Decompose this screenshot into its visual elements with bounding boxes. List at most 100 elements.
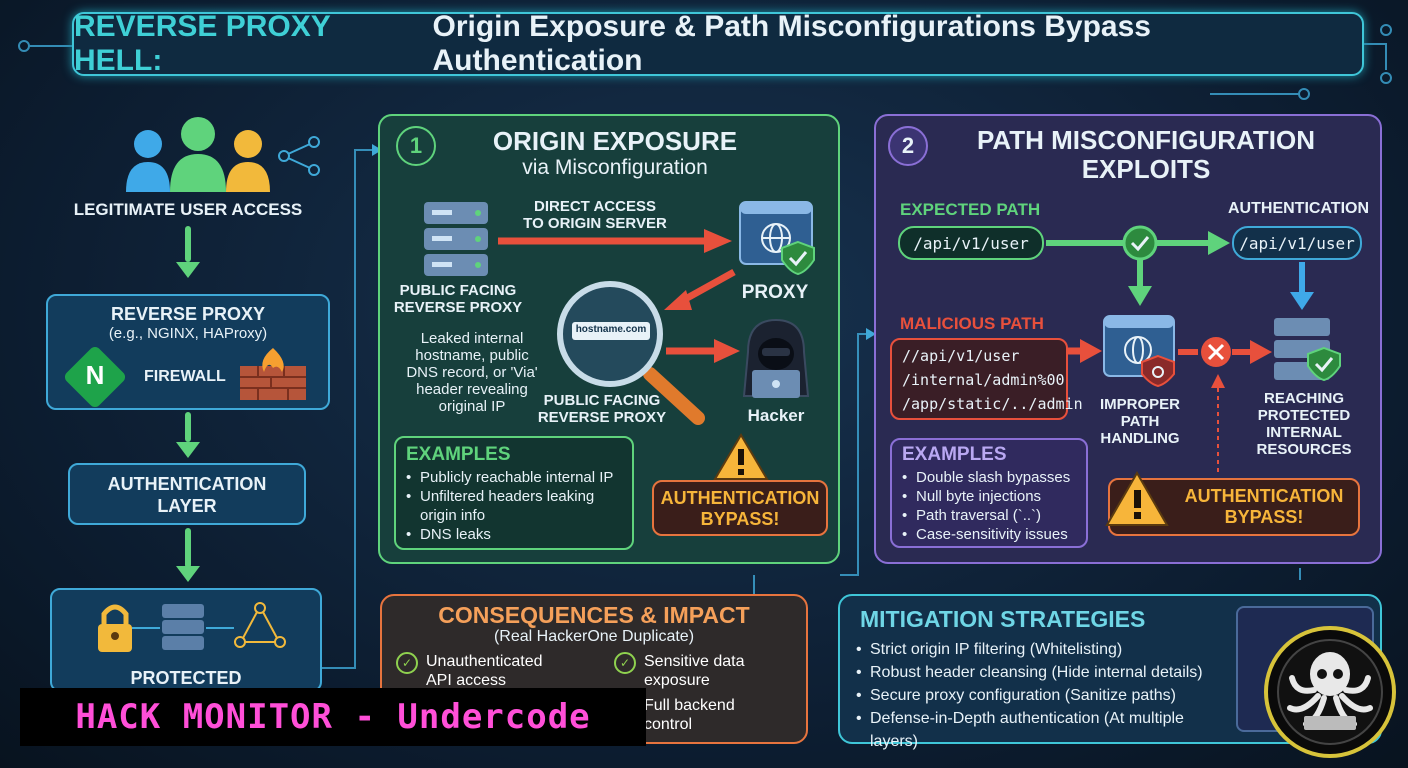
mitigation-title: MITIGATION STRATEGIES: [860, 606, 1146, 632]
nginx-letter: N: [85, 360, 105, 390]
leaked-line4: header revealing: [416, 381, 528, 398]
users-icon: [126, 117, 270, 192]
direct-access-arrow: [498, 229, 732, 253]
expected-path-pill: /api/v1/user: [898, 226, 1044, 260]
improper-line1: IMPROPER: [1099, 396, 1180, 413]
protected-icons: [98, 602, 286, 652]
reaching-line3: INTERNAL: [1266, 424, 1342, 441]
public-proxy-label: PUBLIC FACING REVERSE PROXY: [388, 282, 528, 316]
list-item: Secure proxy configuration (Sanitize pat…: [856, 684, 1236, 707]
consequence-text-3: Full backend control: [644, 697, 735, 733]
section2-examples-list: Double slash bypasses Null byte injectio…: [902, 468, 1076, 544]
direct-access-line1: DIRECT ACCESS: [534, 198, 656, 215]
hacker-arrow: [666, 339, 740, 363]
consequence-text-1: Unauthenticated API access: [426, 653, 543, 689]
improper-handling-label: IMPROPER PATH HANDLING: [1090, 396, 1190, 447]
magnifier-hostname: hostname.com: [575, 324, 647, 335]
improper-line2: PATH: [1120, 413, 1160, 430]
section1-subtitle: via Misconfiguration: [522, 156, 708, 179]
firewall-icon: [240, 348, 306, 400]
consequence-item-2: ✓ Sensitive data exposure: [614, 652, 794, 690]
malicious-path-3: /app/static/../admin: [902, 395, 1083, 413]
consequence-item-1: ✓ Unauthenticated API access: [396, 652, 586, 690]
flow-arrow-3: [185, 528, 191, 568]
octopus-logo: [1264, 626, 1396, 758]
path-handling-icon: [1103, 315, 1175, 388]
auth-down-arrow: [1290, 262, 1314, 310]
section2-title-line1: PATH MISCONFIGURATION: [977, 125, 1315, 155]
section2-title: PATH MISCONFIGURATION EXPLOITS: [936, 126, 1356, 184]
flow-arrowhead-3: [176, 566, 200, 582]
hack-monitor-banner: HACK MONITOR - Undercode: [20, 688, 646, 746]
section1-title: ORIGIN EXPOSURE: [492, 126, 738, 156]
leaked-info-text: Leaked internal hostname, public DNS rec…: [386, 330, 558, 415]
proxy-icon: [739, 201, 815, 276]
list-item: Publicly reachable internal IP: [406, 468, 622, 487]
leaked-line1: Leaked internal: [420, 330, 524, 347]
firewall-label: FIREWALL: [144, 368, 226, 385]
warning-icon: [1105, 470, 1169, 526]
section1-bypass-box: AUTHENTICATION BYPASS!: [652, 480, 828, 536]
leaked-line3: DNS record, or 'Via': [406, 364, 538, 381]
list-item: Robust header cleansing (Hide internal d…: [856, 661, 1236, 684]
reaching-line1: REACHING: [1263, 390, 1344, 407]
flow-arrowhead-1: [176, 262, 200, 278]
flow-arrowhead-2: [176, 442, 200, 458]
section2-bypass-line2: BYPASS!: [1224, 507, 1304, 527]
section1-bypass-line2: BYPASS!: [700, 509, 780, 529]
magnifier-icon: [557, 281, 705, 425]
server-icon: [424, 202, 488, 276]
section2-examples-title: EXAMPLES: [902, 444, 1007, 465]
share-icon: [278, 136, 320, 176]
check-icon: ✓: [614, 652, 636, 674]
list-item: Defense-in-Depth authentication (At mult…: [856, 707, 1236, 753]
public-proxy-line2: REVERSE PROXY: [393, 299, 523, 316]
blocked-arrow: [1178, 337, 1272, 367]
list-item: Strict origin IP filtering (Whitelisting…: [856, 638, 1236, 661]
title-banner: REVERSE PROXY HELL: Origin Exposure & Pa…: [72, 10, 1364, 77]
proxy-to-magnifier-arrow: [664, 268, 736, 310]
public-proxy-b-line1: PUBLIC FACING: [543, 392, 661, 409]
reaching-line4: RESOURCES: [1256, 441, 1352, 458]
malicious-paths-box: //api/v1/user /internal/admin%00 /app/st…: [890, 338, 1083, 420]
hacker-label: Hacker: [747, 406, 805, 425]
check-icon: ✓: [396, 652, 418, 674]
list-item: DNS leaks: [406, 525, 622, 544]
title-text: Origin Exposure & Path Misconfigurations…: [432, 10, 1151, 77]
auth-path-label: AUTHENTICATION: [1228, 200, 1370, 217]
protected-label: PROTECTED: [130, 668, 242, 688]
auth-layer-box: AUTHENTICATION LAYER: [68, 463, 306, 525]
public-proxy-b-line2: REVERSE PROXY: [537, 409, 667, 426]
list-item: Null byte injections: [902, 487, 1076, 506]
flow-arrow-1: [185, 226, 191, 262]
expected-path-label: EXPECTED PATH: [900, 200, 1041, 219]
reaching-resources-label: REACHING PROTECTED INTERNAL RESOURCES: [1246, 390, 1362, 458]
leaked-line2: hostname, public: [415, 347, 529, 364]
dashed-up-arrow: [1211, 374, 1225, 472]
direct-access-label: DIRECT ACCESS TO ORIGIN SERVER: [500, 198, 690, 232]
consequence-text-2: Sensitive data exposure: [644, 653, 745, 689]
list-item: Double slash bypasses: [902, 468, 1076, 487]
reaching-line2: PROTECTED: [1257, 407, 1351, 424]
consequences-title: CONSEQUENCES & IMPACT: [438, 602, 750, 628]
section1-examples-box: EXAMPLES Publicly reachable internal IP …: [394, 436, 634, 550]
expected-flow-arrows: [1046, 225, 1230, 306]
section1-examples-list: Publicly reachable internal IP Unfiltere…: [406, 468, 622, 544]
section2-title-line2: EXPLOITS: [1081, 154, 1211, 184]
banner-text: HACK MONITOR - Undercode: [75, 697, 591, 737]
public-proxy-b-label: PUBLIC FACING REVERSE PROXY: [532, 392, 672, 426]
public-proxy-line1: PUBLIC FACING: [399, 282, 517, 299]
proxy-label: PROXY: [741, 282, 809, 303]
section1-examples-title: EXAMPLES: [406, 444, 511, 465]
consequences-subtitle: (Real HackerOne Duplicate): [493, 628, 695, 645]
user-access-label: LEGITIMATE USER ACCESS: [73, 200, 303, 219]
malicious-arrow: [1068, 339, 1102, 363]
section2-examples-box: EXAMPLES Double slash bypasses Null byte…: [890, 438, 1088, 548]
mitigation-list: Strict origin IP filtering (Whitelisting…: [856, 638, 1236, 753]
auth-layer-line2: LAYER: [157, 496, 217, 516]
hacker-icon: [742, 318, 810, 398]
reverse-proxy-title: REVERSE PROXY: [110, 304, 266, 324]
malicious-path-label: MALICIOUS PATH: [900, 314, 1044, 333]
malicious-path-1: //api/v1/user: [902, 347, 1020, 365]
